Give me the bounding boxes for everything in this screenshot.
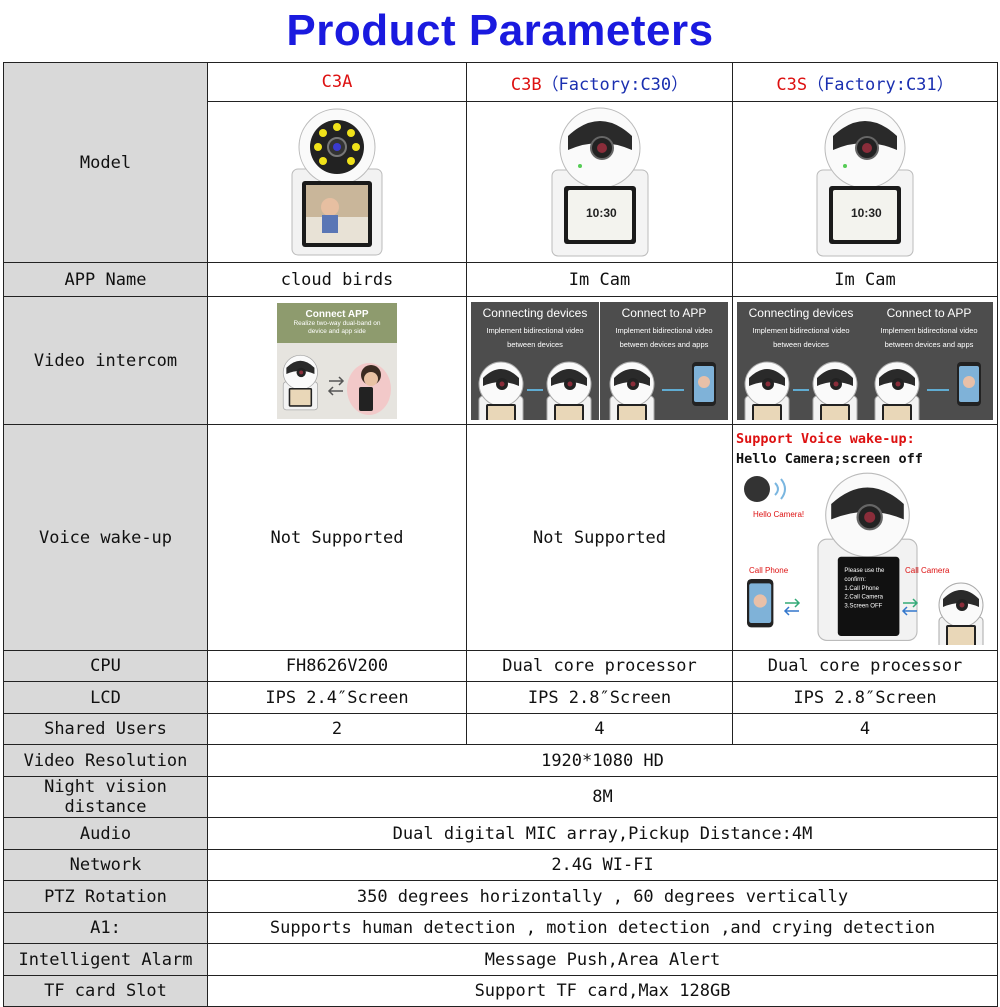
- product-image-c3b: 10:30: [466, 101, 733, 263]
- cpu-c3a: FH8626V200: [207, 650, 467, 682]
- svg-text:1.Call Phone: 1.Call Phone: [844, 586, 879, 592]
- phone-icon: [747, 579, 774, 628]
- alarm-label: Intelligent Alarm: [3, 943, 208, 976]
- voice-wakeup-c3a: Not Supported: [207, 424, 467, 651]
- speaking-head-icon: [744, 476, 770, 502]
- model-header-c3a: C3A: [207, 62, 467, 102]
- shared-users-c3s: 4: [732, 713, 998, 745]
- page-title: Product Parameters: [286, 6, 714, 55]
- lcd-label: LCD: [3, 681, 208, 714]
- tf-label: TF card Slot: [3, 975, 208, 1007]
- audio-label: Audio: [3, 817, 208, 850]
- video-resolution-label: Video Resolution: [3, 744, 208, 777]
- camera-c3b-icon: 10:30: [550, 107, 649, 257]
- shared-users-c3a: 2: [207, 713, 467, 745]
- intercom-app-illustration: Connect to APP Implement bidirectional v…: [865, 301, 993, 420]
- voice-support-text: Support Voice wake-up:: [736, 431, 915, 447]
- svg-text:Connect to APP: Connect to APP: [622, 306, 707, 320]
- cpu-c3b: Dual core processor: [466, 650, 733, 682]
- svg-text:confirm:: confirm:: [844, 577, 866, 583]
- svg-text:Connecting devices: Connecting devices: [749, 306, 854, 320]
- svg-text:Call Camera: Call Camera: [905, 566, 950, 575]
- cpu-c3s: Dual core processor: [732, 650, 998, 682]
- voice-wakeup-c3s: Support Voice wake-up: Hello Camera;scre…: [732, 424, 998, 651]
- video-resolution-value: 1920*1080 HD: [207, 744, 998, 777]
- svg-text:Hello Camera!: Hello Camera!: [753, 510, 804, 519]
- network-label: Network: [3, 849, 208, 881]
- camera-icon: [938, 582, 984, 650]
- svg-text:Connecting devices: Connecting devices: [483, 306, 588, 320]
- tf-value: Support TF card,Max 128GB: [207, 975, 998, 1007]
- network-value: 2.4G WI-FI: [207, 849, 998, 881]
- shared-users-c3b: 4: [466, 713, 733, 745]
- svg-text:Connect APP: Connect APP: [306, 309, 369, 320]
- spec-table: Model C3A C3B（Factory:C30） C3S（Factory:C…: [3, 62, 998, 1007]
- app-name-label: APP Name: [3, 262, 208, 297]
- video-intercom-c3s: Connecting devices Implement bidirection…: [732, 296, 998, 425]
- camera-c3a-icon: [291, 108, 383, 256]
- video-intercom-c3b: Connecting devices Implement bidirection…: [466, 296, 733, 425]
- audio-value: Dual digital MIC array,Pickup Distance:4…: [207, 817, 998, 850]
- svg-text:2.Call Camera: 2.Call Camera: [844, 595, 883, 601]
- lcd-c3s: IPS 2.8″Screen: [732, 681, 998, 714]
- night-vision-label: Night vision distance: [3, 776, 208, 818]
- svg-text:Connect to APP: Connect to APP: [887, 306, 972, 320]
- model-header-c3b: C3B（Factory:C30）: [466, 62, 733, 102]
- app-name-c3s: Im Cam: [732, 262, 998, 297]
- camera-c3s-icon: 10:30: [816, 107, 914, 257]
- model-label: Model: [3, 62, 208, 263]
- app-name-c3a: cloud birds: [207, 262, 467, 297]
- voice-example-text: Hello Camera;screen off: [736, 451, 923, 467]
- intercom-app-illustration: Connect to APP Implement bidirectional v…: [600, 301, 728, 420]
- ptz-label: PTZ Rotation: [3, 880, 208, 913]
- product-image-c3a: [207, 101, 467, 263]
- svg-text:Please use the: Please use the: [844, 568, 885, 574]
- svg-text:Call Phone: Call Phone: [749, 566, 789, 575]
- video-intercom-c3a: Connect APP Realize two-way dual-band on…: [207, 296, 467, 425]
- shared-users-label: Shared Users: [3, 713, 208, 745]
- ptz-value: 350 degrees horizontally , 60 degrees ve…: [207, 880, 998, 913]
- alarm-value: Message Push,Area Alert: [207, 943, 998, 976]
- svg-text:3.Screen OFF: 3.Screen OFF: [844, 603, 882, 609]
- lcd-c3b: IPS 2.8″Screen: [466, 681, 733, 714]
- product-image-c3s: 10:30: [732, 101, 998, 263]
- video-intercom-label: Video intercom: [3, 296, 208, 425]
- intercom-devices-illustration: Connecting devices Implement bidirection…: [471, 301, 599, 420]
- voice-wakeup-label: Voice wake-up: [3, 424, 208, 651]
- screen-time: 10:30: [586, 206, 617, 220]
- ai-label: A1:: [3, 912, 208, 944]
- model-header-c3s: C3S（Factory:C31）: [732, 62, 998, 102]
- voice-wakeup-illustration: Hello Camera! Please use the confirm: 1.…: [744, 472, 984, 650]
- screen-time: 10:30: [851, 206, 882, 220]
- voice-wakeup-c3b: Not Supported: [466, 424, 733, 651]
- intercom-c3a-illustration: Connect APP Realize two-way dual-band on…: [277, 302, 397, 419]
- intercom-devices-illustration: Connecting devices Implement bidirection…: [737, 301, 865, 420]
- ai-value: Supports human detection , motion detect…: [207, 912, 998, 944]
- night-vision-value: 8M: [207, 776, 998, 818]
- lcd-c3a: IPS 2.4″Screen: [207, 681, 467, 714]
- app-name-c3b: Im Cam: [466, 262, 733, 297]
- cpu-label: CPU: [3, 650, 208, 682]
